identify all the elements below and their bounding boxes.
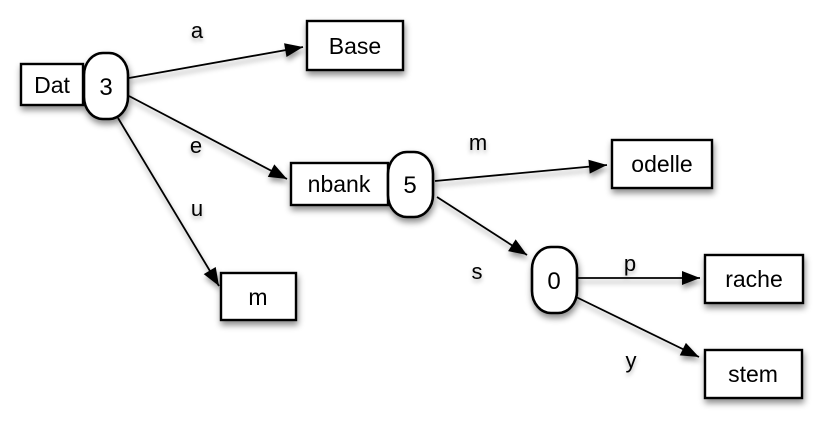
node-nbank-label: nbank [308,171,371,197]
edge-label-p: p [624,251,636,276]
node-odelle-label: odelle [631,151,692,177]
node-stem-box [703,348,804,400]
node-nbank-count: 5 [403,172,416,199]
node-base-box [305,19,405,72]
edge-label-a: a [191,18,204,43]
node-m-label: m [248,284,267,310]
node-m-box [219,271,298,322]
edge-label-s: s [472,259,483,284]
node-zero-count: 0 [547,268,560,295]
edge-label-y: y [626,348,637,373]
node-zero-count-oval [530,245,579,315]
nodes-layer [19,19,805,400]
edge-label-u: u [191,196,203,221]
edge-label-m: m [469,130,487,155]
edge-m-line [434,159,608,182]
node-dat-count-oval [82,51,130,121]
edge-s-line [436,196,528,256]
edge-labels-layer: a e u m s p y [190,18,637,373]
node-base-label: Base [329,33,381,59]
node-dat-box [19,62,85,107]
edge-e-line [128,95,288,180]
edge-y-line [573,295,700,358]
node-nbank-count-oval [386,150,435,219]
node-rache-box [703,253,805,305]
node-nbank-box [289,161,390,207]
node-stem-label: stem [728,361,778,387]
edge-u-line [117,117,220,287]
node-labels-layer: Dat 3 Base nbank 5 m odelle 0 rache stem [34,33,783,387]
node-odelle-box [610,138,714,190]
edge-a-line [128,43,304,79]
node-dat-label: Dat [34,72,70,98]
edges-layer [117,43,700,358]
node-dat-count: 3 [99,74,112,101]
node-rache-label: rache [725,266,783,292]
edge-label-e: e [190,133,202,158]
